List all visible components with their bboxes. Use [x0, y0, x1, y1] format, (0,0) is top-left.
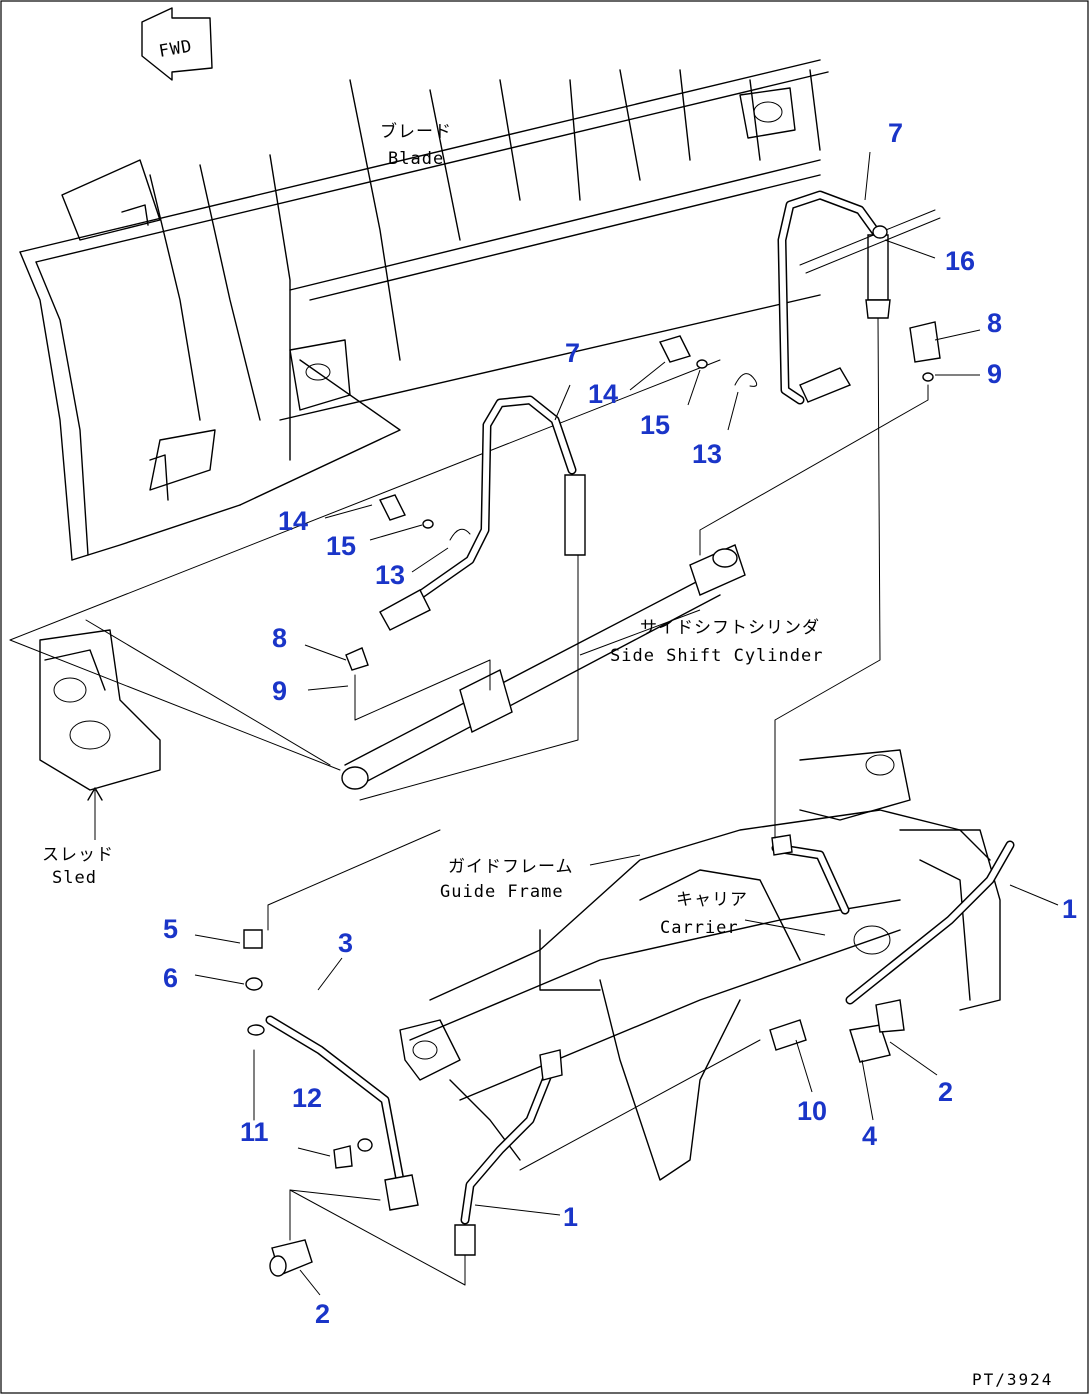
carrier-drawing: ガイドフレーム Guide Frame キャリア Carrier	[399, 749, 1001, 1181]
callout-13-lower: 13	[375, 560, 405, 590]
callout-7-top-right: 7	[888, 118, 903, 148]
hose-upper-right	[777, 190, 941, 405]
sled-drawing: スレッド Sled	[39, 629, 161, 888]
callout-leaders	[194, 151, 1059, 1296]
callout-7-middle: 7	[565, 338, 580, 368]
guide-frame-en-label: Guide Frame	[440, 882, 564, 902]
callout-10: 10	[797, 1096, 827, 1126]
drawing-code: PT/3924	[972, 1370, 1053, 1389]
callout-15-upper: 15	[640, 410, 670, 440]
carrier-jp-label: キャリア	[676, 890, 748, 910]
fitting-parts	[243, 225, 941, 1277]
callout-8-right: 8	[987, 308, 1002, 338]
guide-frame-jp-label: ガイドフレーム	[448, 857, 574, 877]
callout-4: 4	[862, 1121, 877, 1151]
cylinder-jp-label: サイドシフトシリンダ	[640, 618, 820, 638]
callout-14-upper: 14	[588, 379, 618, 409]
hose-right-lower	[771, 840, 1015, 1005]
forward-arrow-icon: FWD	[141, 7, 213, 81]
hose-lower-middle	[454, 1049, 563, 1256]
callout-9-right: 9	[987, 359, 1002, 389]
hose-lower-left	[265, 1015, 419, 1211]
assembly-lines	[253, 317, 929, 1286]
sled-jp-label: スレッド	[42, 845, 114, 865]
side-shift-cylinder-drawing: サイドシフトシリンダ Side Shift Cylinder	[341, 544, 823, 790]
callout-1-right: 1	[1062, 894, 1077, 924]
callout-6: 6	[163, 963, 178, 993]
callout-9-left: 9	[272, 676, 287, 706]
blade-en-label: Blade	[388, 149, 444, 169]
carrier-en-label: Carrier	[660, 918, 739, 938]
callout-1-lower: 1	[563, 1202, 578, 1232]
callout-15-lower: 15	[326, 531, 356, 561]
callout-12: 12	[292, 1083, 322, 1113]
cylinder-en-label: Side Shift Cylinder	[610, 646, 823, 666]
callout-11: 11	[240, 1117, 269, 1147]
callout-16: 16	[945, 246, 975, 276]
blade-jp-label: ブレード	[380, 121, 452, 142]
callout-3: 3	[338, 928, 353, 958]
plane-line	[85, 619, 331, 766]
callout-14-lower: 14	[278, 506, 308, 536]
blade-drawing: ブレード Blade	[19, 59, 829, 561]
hose-upper-middle	[379, 395, 586, 631]
plane-line	[9, 639, 341, 771]
callout-13-upper: 13	[692, 439, 722, 469]
callout-numbers: 7 16 8 9 14 15 13 7 14 15 13 8 9 1 5 6 3…	[163, 118, 1077, 1329]
callout-5: 5	[163, 914, 178, 944]
sled-en-label: Sled	[52, 868, 97, 888]
plane-line	[9, 359, 721, 641]
fwd-label: FWD	[157, 36, 194, 62]
callout-2-lower: 2	[315, 1299, 330, 1329]
callout-8-left: 8	[272, 623, 287, 653]
callout-2-right: 2	[938, 1077, 953, 1107]
